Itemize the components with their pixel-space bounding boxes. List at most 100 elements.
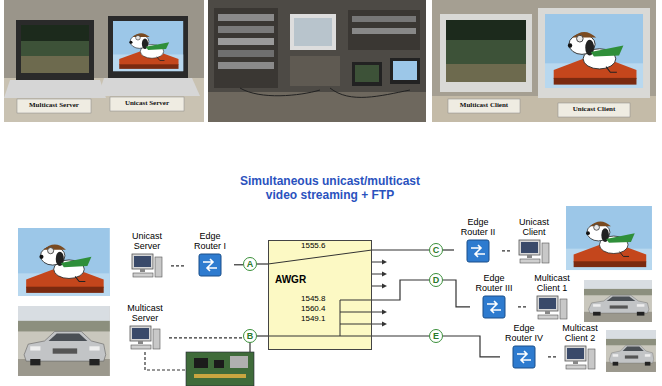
- link-line: [443, 280, 470, 307]
- photo-placard: Multicast Client: [460, 102, 508, 110]
- device-label: Multicast Server: [121, 304, 169, 324]
- server-photo: [113, 21, 183, 71]
- awgr-routing: [382, 260, 387, 265]
- client-photo: [545, 14, 643, 88]
- lab-photo: [355, 65, 379, 82]
- link-line: [518, 306, 528, 307]
- server-photo: [16, 20, 94, 80]
- port-circle: B: [243, 329, 257, 343]
- client-photo: [558, 103, 630, 117]
- computer-node: Unicast Client: [510, 218, 558, 265]
- transmitter-board: [194, 374, 246, 378]
- computer-icon: [132, 328, 149, 339]
- wavelength-label: 1560.4: [301, 305, 325, 313]
- link-line: [169, 337, 243, 338]
- lab-photo: [352, 28, 416, 34]
- snoopy-picture: [566, 206, 652, 270]
- computer-icon: [140, 269, 145, 272]
- port-letter: D: [433, 276, 440, 285]
- computer-icon: [519, 240, 540, 255]
- client-photo: [446, 20, 526, 40]
- car-picture: [584, 280, 652, 322]
- lab-photo: [393, 61, 417, 80]
- awgr-routing: [372, 262, 382, 324]
- device-name: AWGR: [275, 275, 306, 285]
- link-line: [548, 356, 556, 357]
- client-photo: [538, 8, 650, 98]
- client-photo: [432, 0, 656, 122]
- link-line: [443, 249, 454, 250]
- link-line: [372, 280, 429, 300]
- computer-icon: [542, 243, 549, 263]
- router-icon: [466, 239, 490, 263]
- computer-icon: [131, 345, 151, 349]
- wavelength-label: 1549.1: [301, 315, 325, 323]
- link-line: [372, 335, 429, 336]
- computer-icon: [518, 239, 550, 265]
- car-picture: [18, 306, 110, 376]
- computer-icon: [566, 365, 586, 369]
- device-label: Edge Router II: [454, 218, 502, 238]
- lab-photo: [352, 62, 382, 86]
- wavelength-label: 1545.8: [301, 295, 325, 303]
- edge-router: Edge Router I: [186, 232, 234, 277]
- computer-icon: [567, 348, 584, 359]
- computer-icon: [138, 341, 143, 344]
- snoopy-picture: [18, 228, 110, 296]
- server-photo: [21, 25, 89, 73]
- edge-router: Edge Router IV: [500, 324, 548, 369]
- computer-node: Unicast Server: [123, 232, 171, 279]
- lab-photo: [348, 10, 420, 50]
- lab-photo: [290, 56, 340, 86]
- awgr-routing: [382, 310, 387, 315]
- edge-router: Edge Router II: [454, 218, 502, 263]
- client-photo: [446, 20, 526, 82]
- port-circle: A: [243, 257, 257, 271]
- computer-icon: [155, 257, 162, 277]
- photo-placard: Multicast Server: [29, 102, 79, 110]
- router-icon: [467, 240, 489, 262]
- link-line: [171, 265, 186, 266]
- computer-icon: [527, 255, 532, 258]
- computer-icon: [133, 273, 153, 277]
- port-letter: B: [247, 332, 254, 341]
- transmitter-board: [186, 352, 254, 386]
- lab-photo: [218, 62, 274, 69]
- link-line: [234, 264, 243, 265]
- device-label: Multicast Client 2: [556, 324, 604, 344]
- computer-icon: [520, 259, 540, 263]
- computer-node: Multicast Client 2: [556, 324, 604, 371]
- computer-icon: [539, 298, 556, 309]
- server-photo: [17, 99, 91, 113]
- port-circle: E: [429, 329, 443, 343]
- client-photo: [440, 14, 532, 92]
- device-label: Multicast Client 1: [528, 274, 576, 294]
- lab-photo: [208, 0, 426, 122]
- server-photo: [4, 78, 204, 122]
- device-label: Unicast Server: [123, 232, 171, 252]
- device-label: Edge Router IV: [500, 324, 548, 344]
- computer-node: Multicast Server: [121, 304, 169, 351]
- router-icon: [198, 253, 222, 277]
- lab-photo: [290, 14, 336, 50]
- computer-icon: [129, 325, 161, 351]
- client-photo: [432, 0, 656, 122]
- client-photo: [545, 14, 643, 88]
- link-line: [443, 336, 500, 357]
- awgr-routing: [268, 240, 372, 350]
- router-icon: [471, 245, 485, 257]
- device-label: Edge Router III: [470, 274, 518, 294]
- car-picture: [606, 330, 656, 372]
- port-circle: C: [429, 243, 443, 257]
- router-icon: [513, 346, 535, 368]
- link-line: [257, 263, 268, 264]
- computer-icon: [536, 295, 568, 321]
- client-photo: [446, 64, 526, 82]
- port-circle: D: [429, 273, 443, 287]
- router-icon: [203, 259, 217, 271]
- transmitter-board: [230, 356, 248, 368]
- server-photo: [4, 80, 106, 98]
- awgr-routing: [382, 272, 387, 277]
- link-line: [257, 335, 268, 336]
- computer-icon: [560, 299, 567, 319]
